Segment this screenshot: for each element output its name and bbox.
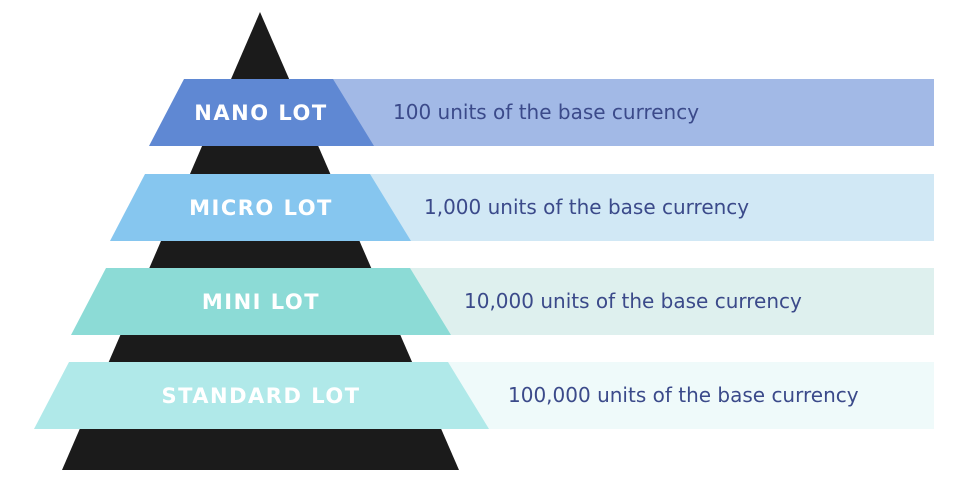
mini-lot-tier-shape	[71, 268, 451, 335]
micro-lot-description: 1,000 units of the base currency	[424, 195, 749, 219]
standard-lot-tier-shape	[34, 362, 489, 429]
mini-lot-description: 10,000 units of the base currency	[464, 289, 802, 313]
standard-lot-label: STANDARD LOT	[161, 384, 360, 408]
nano-lot-tier-shape	[149, 79, 374, 146]
tier-nano-lot: NANO LOT 100 units of the base currency	[149, 79, 934, 146]
mini-lot-description-band	[410, 268, 934, 335]
tier-mini-lot: MINI LOT 10,000 units of the base curren…	[71, 268, 934, 335]
standard-lot-description-band	[448, 362, 934, 429]
nano-lot-description: 100 units of the base currency	[393, 100, 699, 124]
micro-lot-label: MICRO LOT	[189, 196, 333, 220]
tier-micro-lot: MICRO LOT 1,000 units of the base curren…	[110, 174, 934, 241]
micro-lot-description-band	[370, 174, 934, 241]
standard-lot-description: 100,000 units of the base currency	[508, 383, 859, 407]
nano-lot-description-band	[330, 79, 934, 146]
tier-standard-lot: STANDARD LOT 100,000 units of the base c…	[34, 362, 934, 429]
micro-lot-tier-shape	[110, 174, 411, 241]
mini-lot-label: MINI LOT	[202, 290, 320, 314]
nano-lot-label: NANO LOT	[194, 101, 327, 125]
